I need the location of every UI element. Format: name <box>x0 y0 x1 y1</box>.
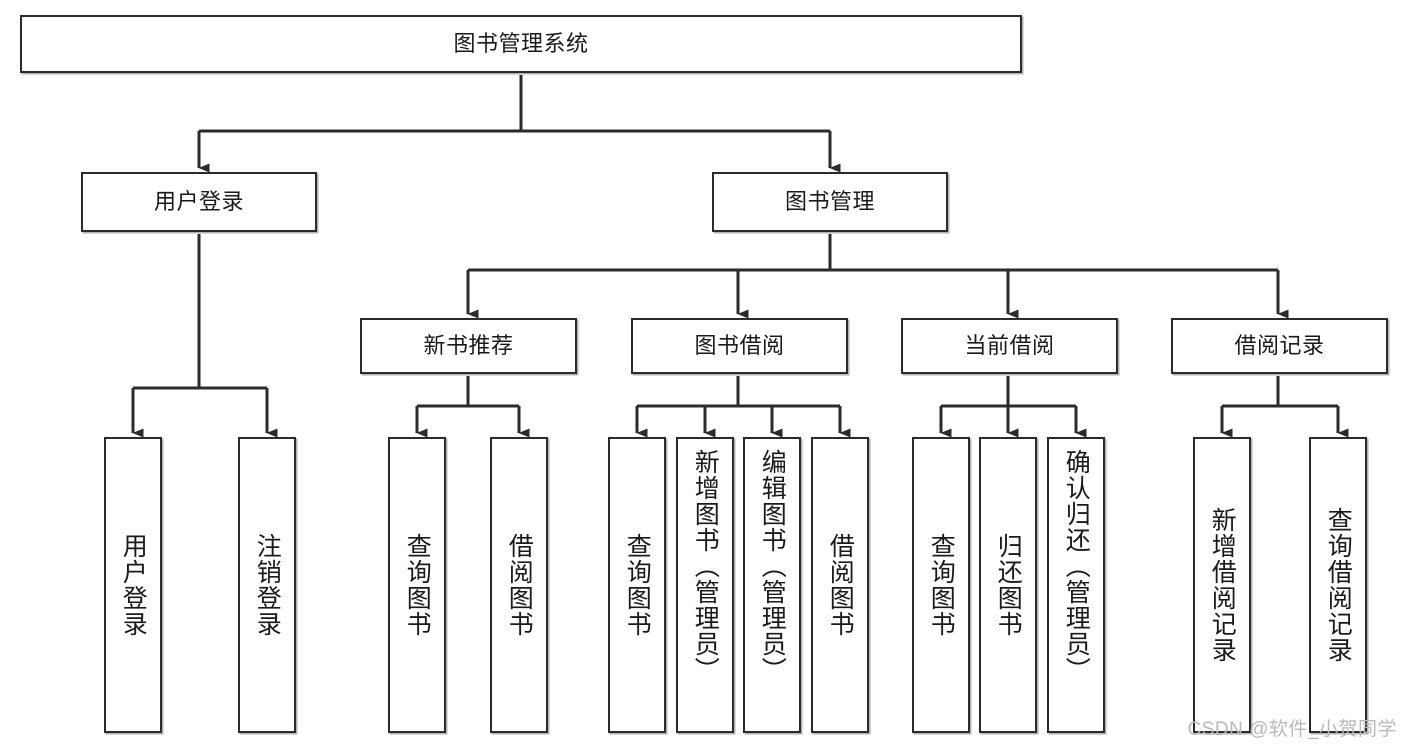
node-leaf-edit-book[interactable]: 编辑图书（管理员） <box>743 437 801 733</box>
node-current-borrow-label: 当前借阅 <box>964 333 1055 358</box>
node-leaf-borrow-book-1-label: 借阅图书 <box>505 533 534 637</box>
node-book-borrow-label: 图书借阅 <box>694 333 785 358</box>
node-leaf-query-book-1[interactable]: 查询图书 <box>388 437 446 733</box>
node-new-book-rec-label: 新书推荐 <box>423 333 514 358</box>
node-leaf-borrow-book-2[interactable]: 借阅图书 <box>811 437 869 733</box>
node-user-login[interactable]: 用户登录 <box>81 172 317 232</box>
node-leaf-user-login-label: 用户登录 <box>119 533 148 637</box>
node-book-manage[interactable]: 图书管理 <box>712 172 948 232</box>
node-leaf-user-login[interactable]: 用户登录 <box>104 437 162 733</box>
node-borrow-record[interactable]: 借阅记录 <box>1171 318 1388 374</box>
node-leaf-add-book[interactable]: 新增图书（管理员） <box>676 437 734 733</box>
node-leaf-edit-book-label: 编辑图书（管理员） <box>758 449 787 683</box>
node-leaf-query-record[interactable]: 查询借阅记录 <box>1309 437 1367 733</box>
node-root[interactable]: 图书管理系统 <box>20 15 1022 73</box>
node-leaf-query-book-2[interactable]: 查询图书 <box>608 437 666 733</box>
node-book-borrow[interactable]: 图书借阅 <box>631 318 848 374</box>
node-leaf-return-book[interactable]: 归还图书 <box>979 437 1037 733</box>
node-leaf-query-book-3[interactable]: 查询图书 <box>912 437 970 733</box>
node-leaf-add-record-label: 新增借阅记录 <box>1208 507 1237 663</box>
node-leaf-query-book-3-label: 查询图书 <box>927 533 956 637</box>
node-leaf-add-record[interactable]: 新增借阅记录 <box>1193 437 1251 733</box>
node-borrow-record-label: 借阅记录 <box>1234 333 1325 358</box>
node-user-login-label: 用户登录 <box>153 189 244 214</box>
node-leaf-query-record-label: 查询借阅记录 <box>1324 507 1353 663</box>
node-leaf-query-book-1-label: 查询图书 <box>403 533 432 637</box>
node-leaf-add-book-label: 新增图书（管理员） <box>691 449 720 683</box>
node-leaf-return-book-label: 归还图书 <box>994 533 1023 637</box>
node-leaf-query-book-2-label: 查询图书 <box>623 533 652 637</box>
watermark-text: CSDN @软件_小贺同学 <box>1187 719 1397 740</box>
node-current-borrow[interactable]: 当前借阅 <box>901 318 1118 374</box>
node-book-manage-label: 图书管理 <box>784 189 875 214</box>
node-new-book-rec[interactable]: 新书推荐 <box>360 318 577 374</box>
node-leaf-confirm-return-label: 确认归还（管理员） <box>1062 449 1091 683</box>
node-leaf-borrow-book-2-label: 借阅图书 <box>826 533 855 637</box>
node-leaf-confirm-return[interactable]: 确认归还（管理员） <box>1047 437 1105 733</box>
node-leaf-borrow-book-1[interactable]: 借阅图书 <box>490 437 548 733</box>
node-leaf-user-logout[interactable]: 注销登录 <box>238 437 296 733</box>
node-leaf-user-logout-label: 注销登录 <box>253 533 282 637</box>
node-root-label: 图书管理系统 <box>453 31 589 56</box>
